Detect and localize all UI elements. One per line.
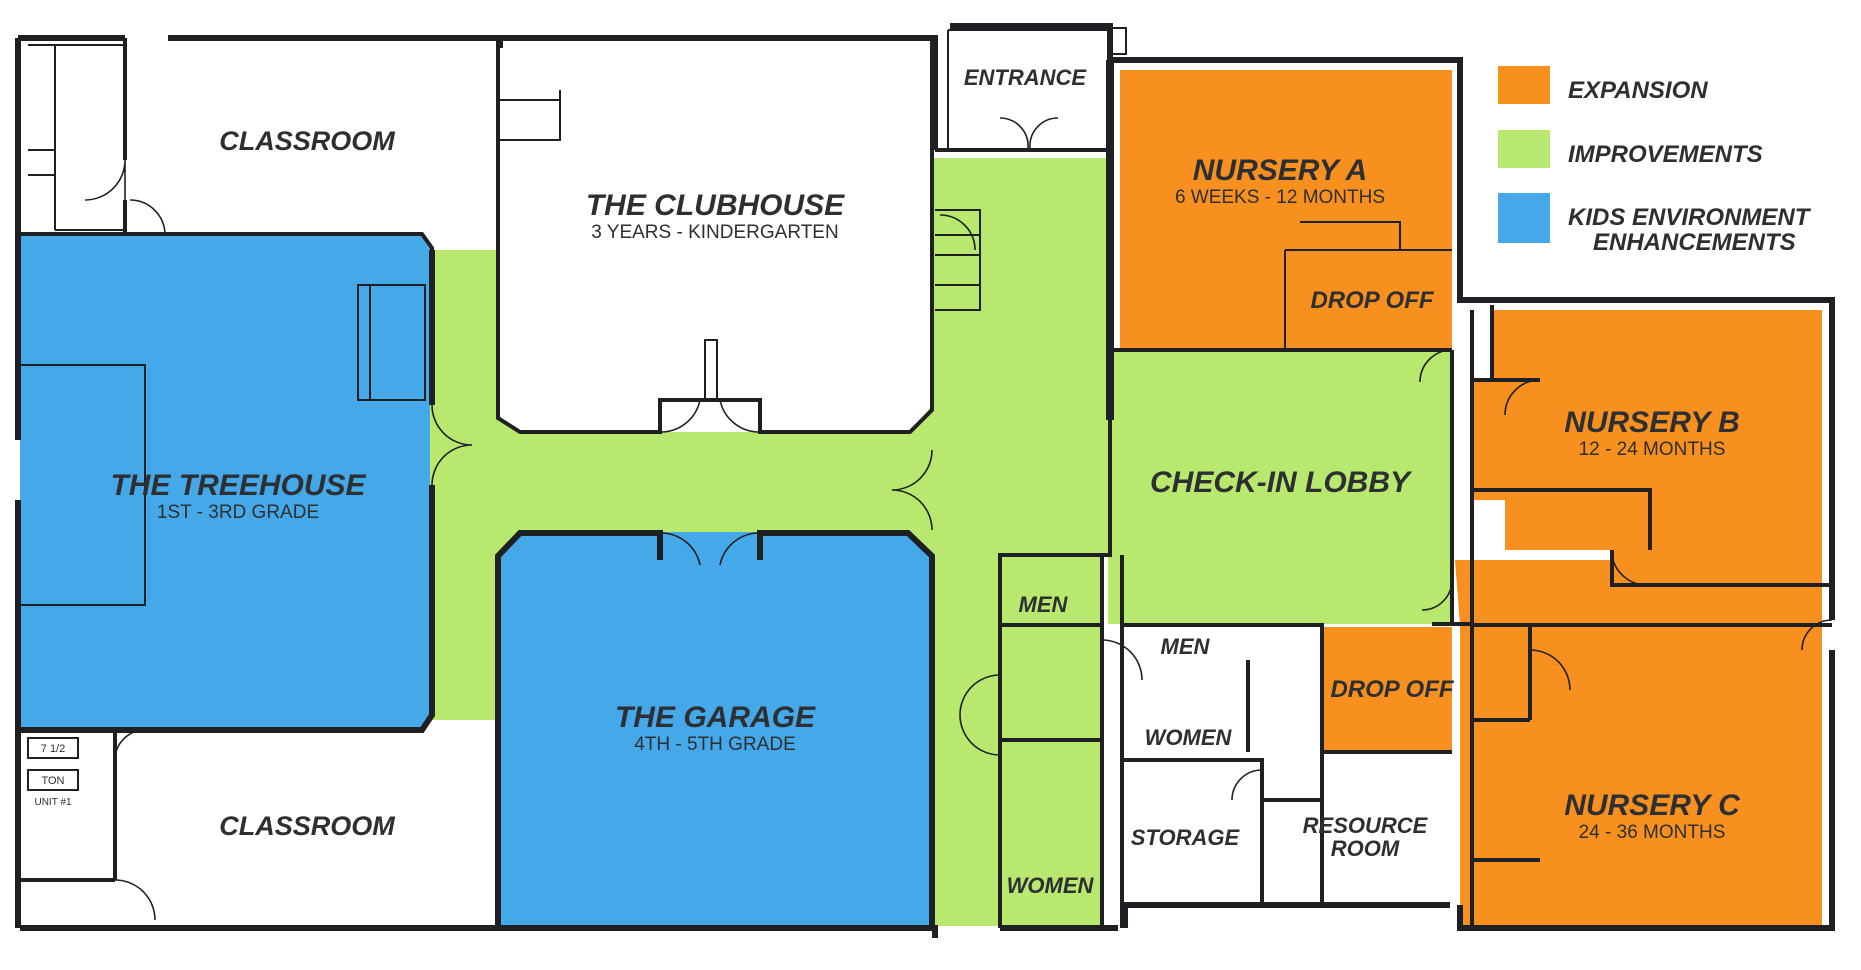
unit-label-c: UNIT #1 — [34, 797, 71, 808]
nursery-b-sub: 12 - 24 MONTHS — [1579, 439, 1726, 460]
checkin-label: CHECK-IN LOBBY — [1150, 466, 1413, 499]
clubhouse-sub: 3 YEARS - KINDERGARTEN — [591, 222, 838, 243]
entrance-label: ENTRANCE — [964, 65, 1088, 90]
women-right-label: WOMEN — [1145, 725, 1233, 750]
legend-label-kids-2: ENHANCEMENTS — [1593, 229, 1796, 256]
nursery-a-fill[interactable] — [1120, 70, 1452, 350]
women-left-label: WOMEN — [1007, 873, 1095, 898]
legend-label-kids: KIDS ENVIRONMENT — [1568, 204, 1812, 231]
men-left-label: MEN — [1019, 592, 1069, 617]
nursery-c-sub: 24 - 36 MONTHS — [1579, 822, 1726, 843]
drop-off-b-label: DROP OFF — [1330, 676, 1454, 703]
unit-label-a: 7 1/2 — [41, 743, 65, 755]
clubhouse-label: THE CLUBHOUSE — [586, 189, 845, 222]
storage-label: STORAGE — [1131, 825, 1241, 850]
garage-sub: 4TH - 5TH GRADE — [634, 734, 796, 755]
nursery-c-fill[interactable] — [1455, 560, 1822, 925]
classroom-bottom-label: CLASSROOM — [219, 811, 395, 841]
treehouse-label: THE TREEHOUSE — [110, 469, 366, 502]
unit-label-b: TON — [41, 775, 64, 787]
nursery-b-label: NURSERY B — [1564, 406, 1740, 439]
nursery-a-label: NURSERY A — [1193, 154, 1368, 187]
legend-swatch-improvements — [1498, 130, 1550, 168]
legend-swatch-kids — [1498, 193, 1550, 243]
nursery-b-fill[interactable] — [1470, 310, 1822, 585]
walls — [15, 23, 1835, 938]
treehouse-sub: 1ST - 3RD GRADE — [157, 502, 319, 523]
garage-label: THE GARAGE — [615, 701, 816, 734]
legend-swatch-expansion — [1498, 66, 1550, 104]
nursery-c-label: NURSERY C — [1564, 789, 1741, 822]
nursery-a-sub: 6 WEEKS - 12 MONTHS — [1175, 187, 1385, 208]
doors — [84, 117, 1833, 921]
drop-off-b-fill[interactable] — [1322, 627, 1452, 752]
garage-fill[interactable] — [498, 532, 932, 926]
men-right-label: MEN — [1161, 634, 1211, 659]
classroom-top-label: CLASSROOM — [219, 126, 395, 156]
resource-label-2: ROOM — [1331, 836, 1400, 861]
legend-label-expansion: EXPANSION — [1568, 77, 1708, 104]
legend-label-improvements: IMPROVEMENTS — [1568, 141, 1763, 168]
drop-off-a-label: DROP OFF — [1310, 287, 1434, 314]
resource-label: RESOURCE — [1303, 813, 1429, 838]
